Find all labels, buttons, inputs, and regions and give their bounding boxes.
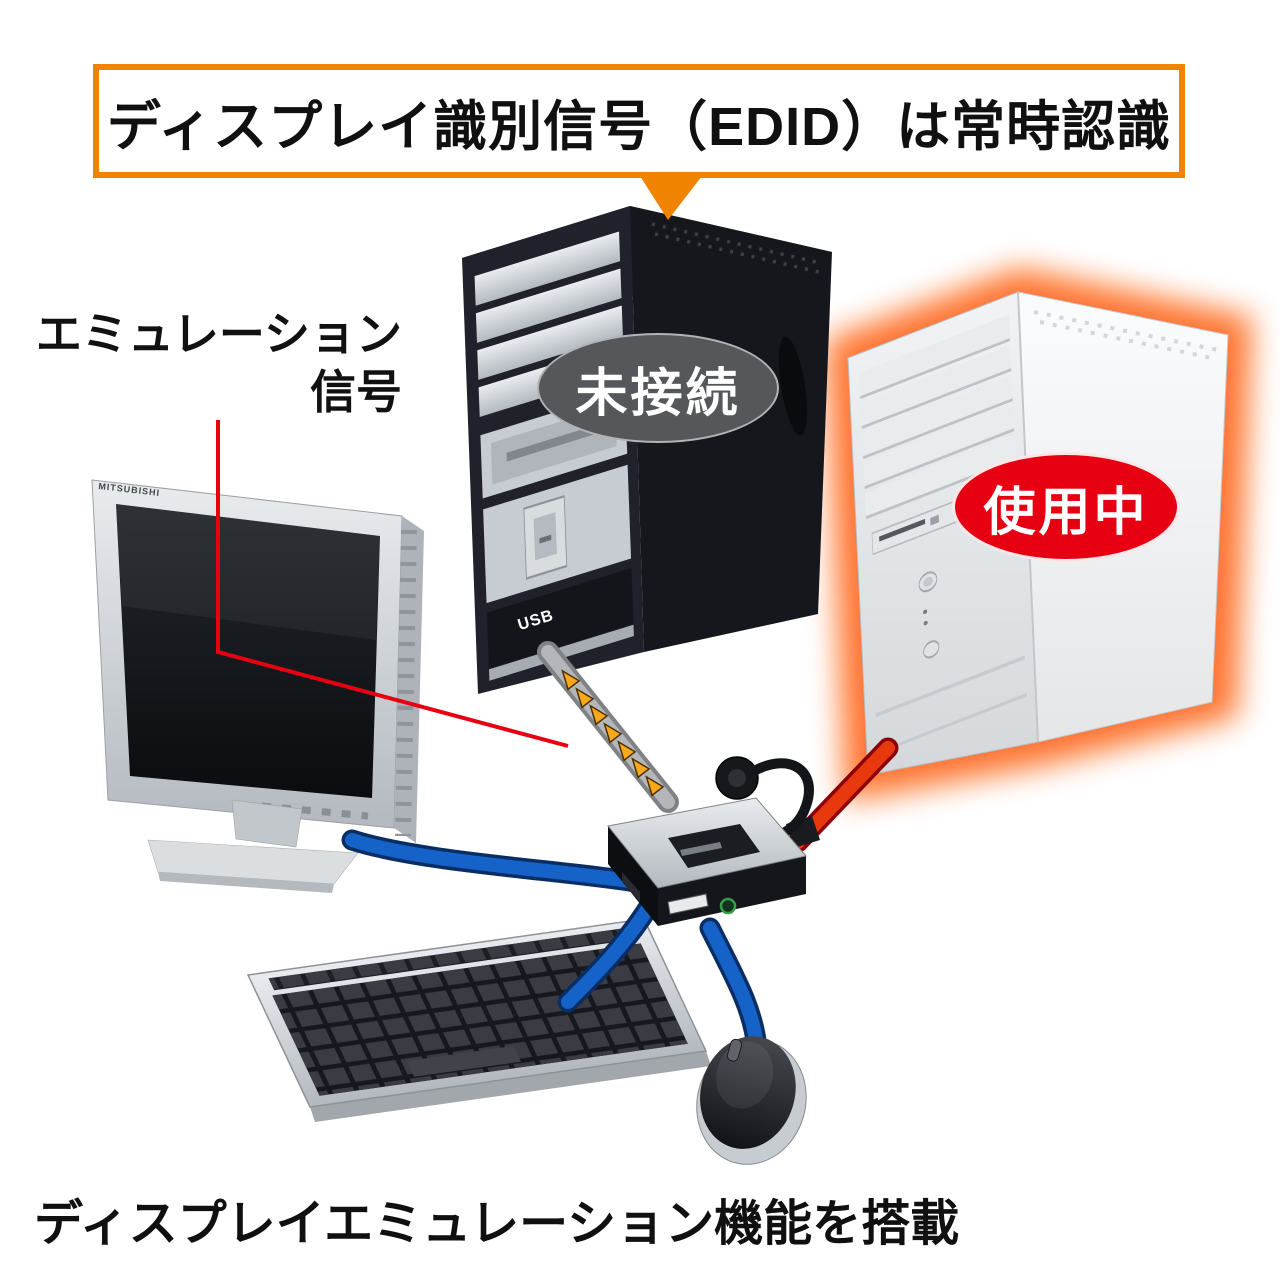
blue-cable-keyboard: [557, 891, 663, 1013]
white-pc-front-panel: [859, 314, 1027, 755]
edid-signal-arrows: [561, 669, 665, 797]
keyboard: [246, 918, 711, 1122]
kvm-cable-loop: [751, 758, 814, 841]
mouse-scroll-wheel: [726, 1038, 743, 1062]
monitor-stand-neck: [231, 799, 303, 848]
blue-cable-mouse: [699, 917, 768, 1059]
monitor-screen: [116, 504, 380, 798]
keyboard-spacebar: [406, 1045, 521, 1077]
white-pc-tower: [846, 291, 1230, 776]
status-badge-not-connected: 未接続: [537, 333, 779, 443]
monitor-buttons: [261, 802, 369, 820]
banner-pointer: [640, 176, 702, 220]
monitor: [91, 479, 424, 893]
status-badge-in-use: 使用中: [952, 452, 1180, 562]
emulation-signal-label: エミュレーション 信号: [28, 306, 402, 421]
bottom-caption: ディスプレイエミュレーション機能を搭載: [34, 1197, 960, 1251]
title-banner: ディスプレイ識別信号（EDID）は常時認識: [93, 64, 1185, 178]
kvm-dvi-port: [667, 893, 709, 915]
mouse: [696, 1036, 807, 1165]
kvm-audio-jack: [719, 897, 737, 915]
emulation-signal-label-line1: エミュレーション: [35, 308, 402, 360]
emulation-signal-line: [216, 420, 569, 748]
kvm-switch: [607, 756, 820, 926]
white-pc-vents: [1033, 310, 1219, 352]
emulation-signal-label-line2: 信号: [310, 365, 402, 418]
black-pc-handle: [778, 336, 808, 436]
blue-cable-monitor: [341, 829, 647, 893]
